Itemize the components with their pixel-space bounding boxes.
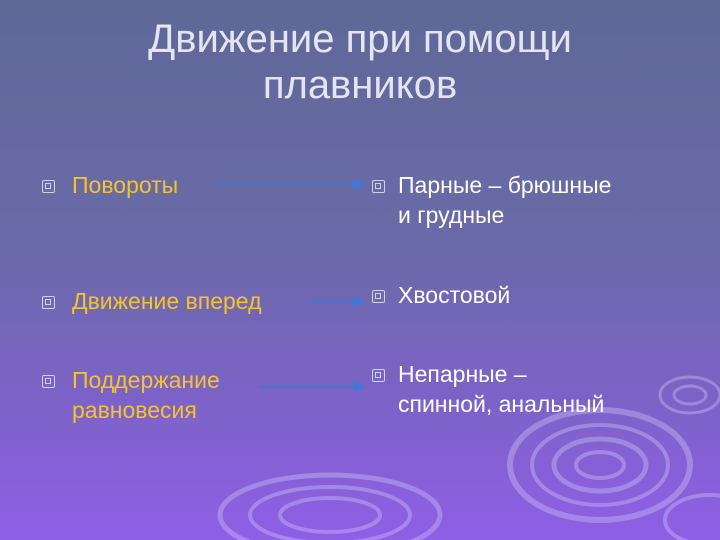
bullet-icon [372,180,385,193]
bullet-icon [42,296,55,309]
title-line-1: Движение при помощи [148,17,572,61]
right-item-tail-fin: Хвостовой [398,280,510,310]
left-item-label-line2: равновесия [72,397,197,423]
title-line-2: плавников [262,63,458,107]
right-item-label-line2: спинной, анальный [398,391,605,417]
right-item-paired-fins: Парные – брюшные и грудные [398,170,611,230]
left-item-label: Поддержание [72,367,220,393]
bullet-icon [372,369,385,382]
bullet-icon [42,180,55,193]
right-item-label: Непарные – [398,361,527,387]
right-item-label-line2: и грудные [398,202,505,228]
left-item-turns: Повороты [72,170,178,200]
slide-title: Движение при помощи плавников [40,16,680,108]
bullet-icon [372,290,385,303]
left-item-label: Движение вперед [72,288,262,314]
left-item-balance: Поддержание равновесия [72,365,220,425]
bullet-icon [42,375,55,388]
left-item-label: Повороты [72,172,179,198]
right-item-label: Хвостовой [398,282,511,308]
left-item-forward: Движение вперед [72,286,262,316]
right-item-unpaired-fins: Непарные – спинной, анальный [398,359,604,419]
right-item-label: Парные – брюшные [398,172,612,198]
